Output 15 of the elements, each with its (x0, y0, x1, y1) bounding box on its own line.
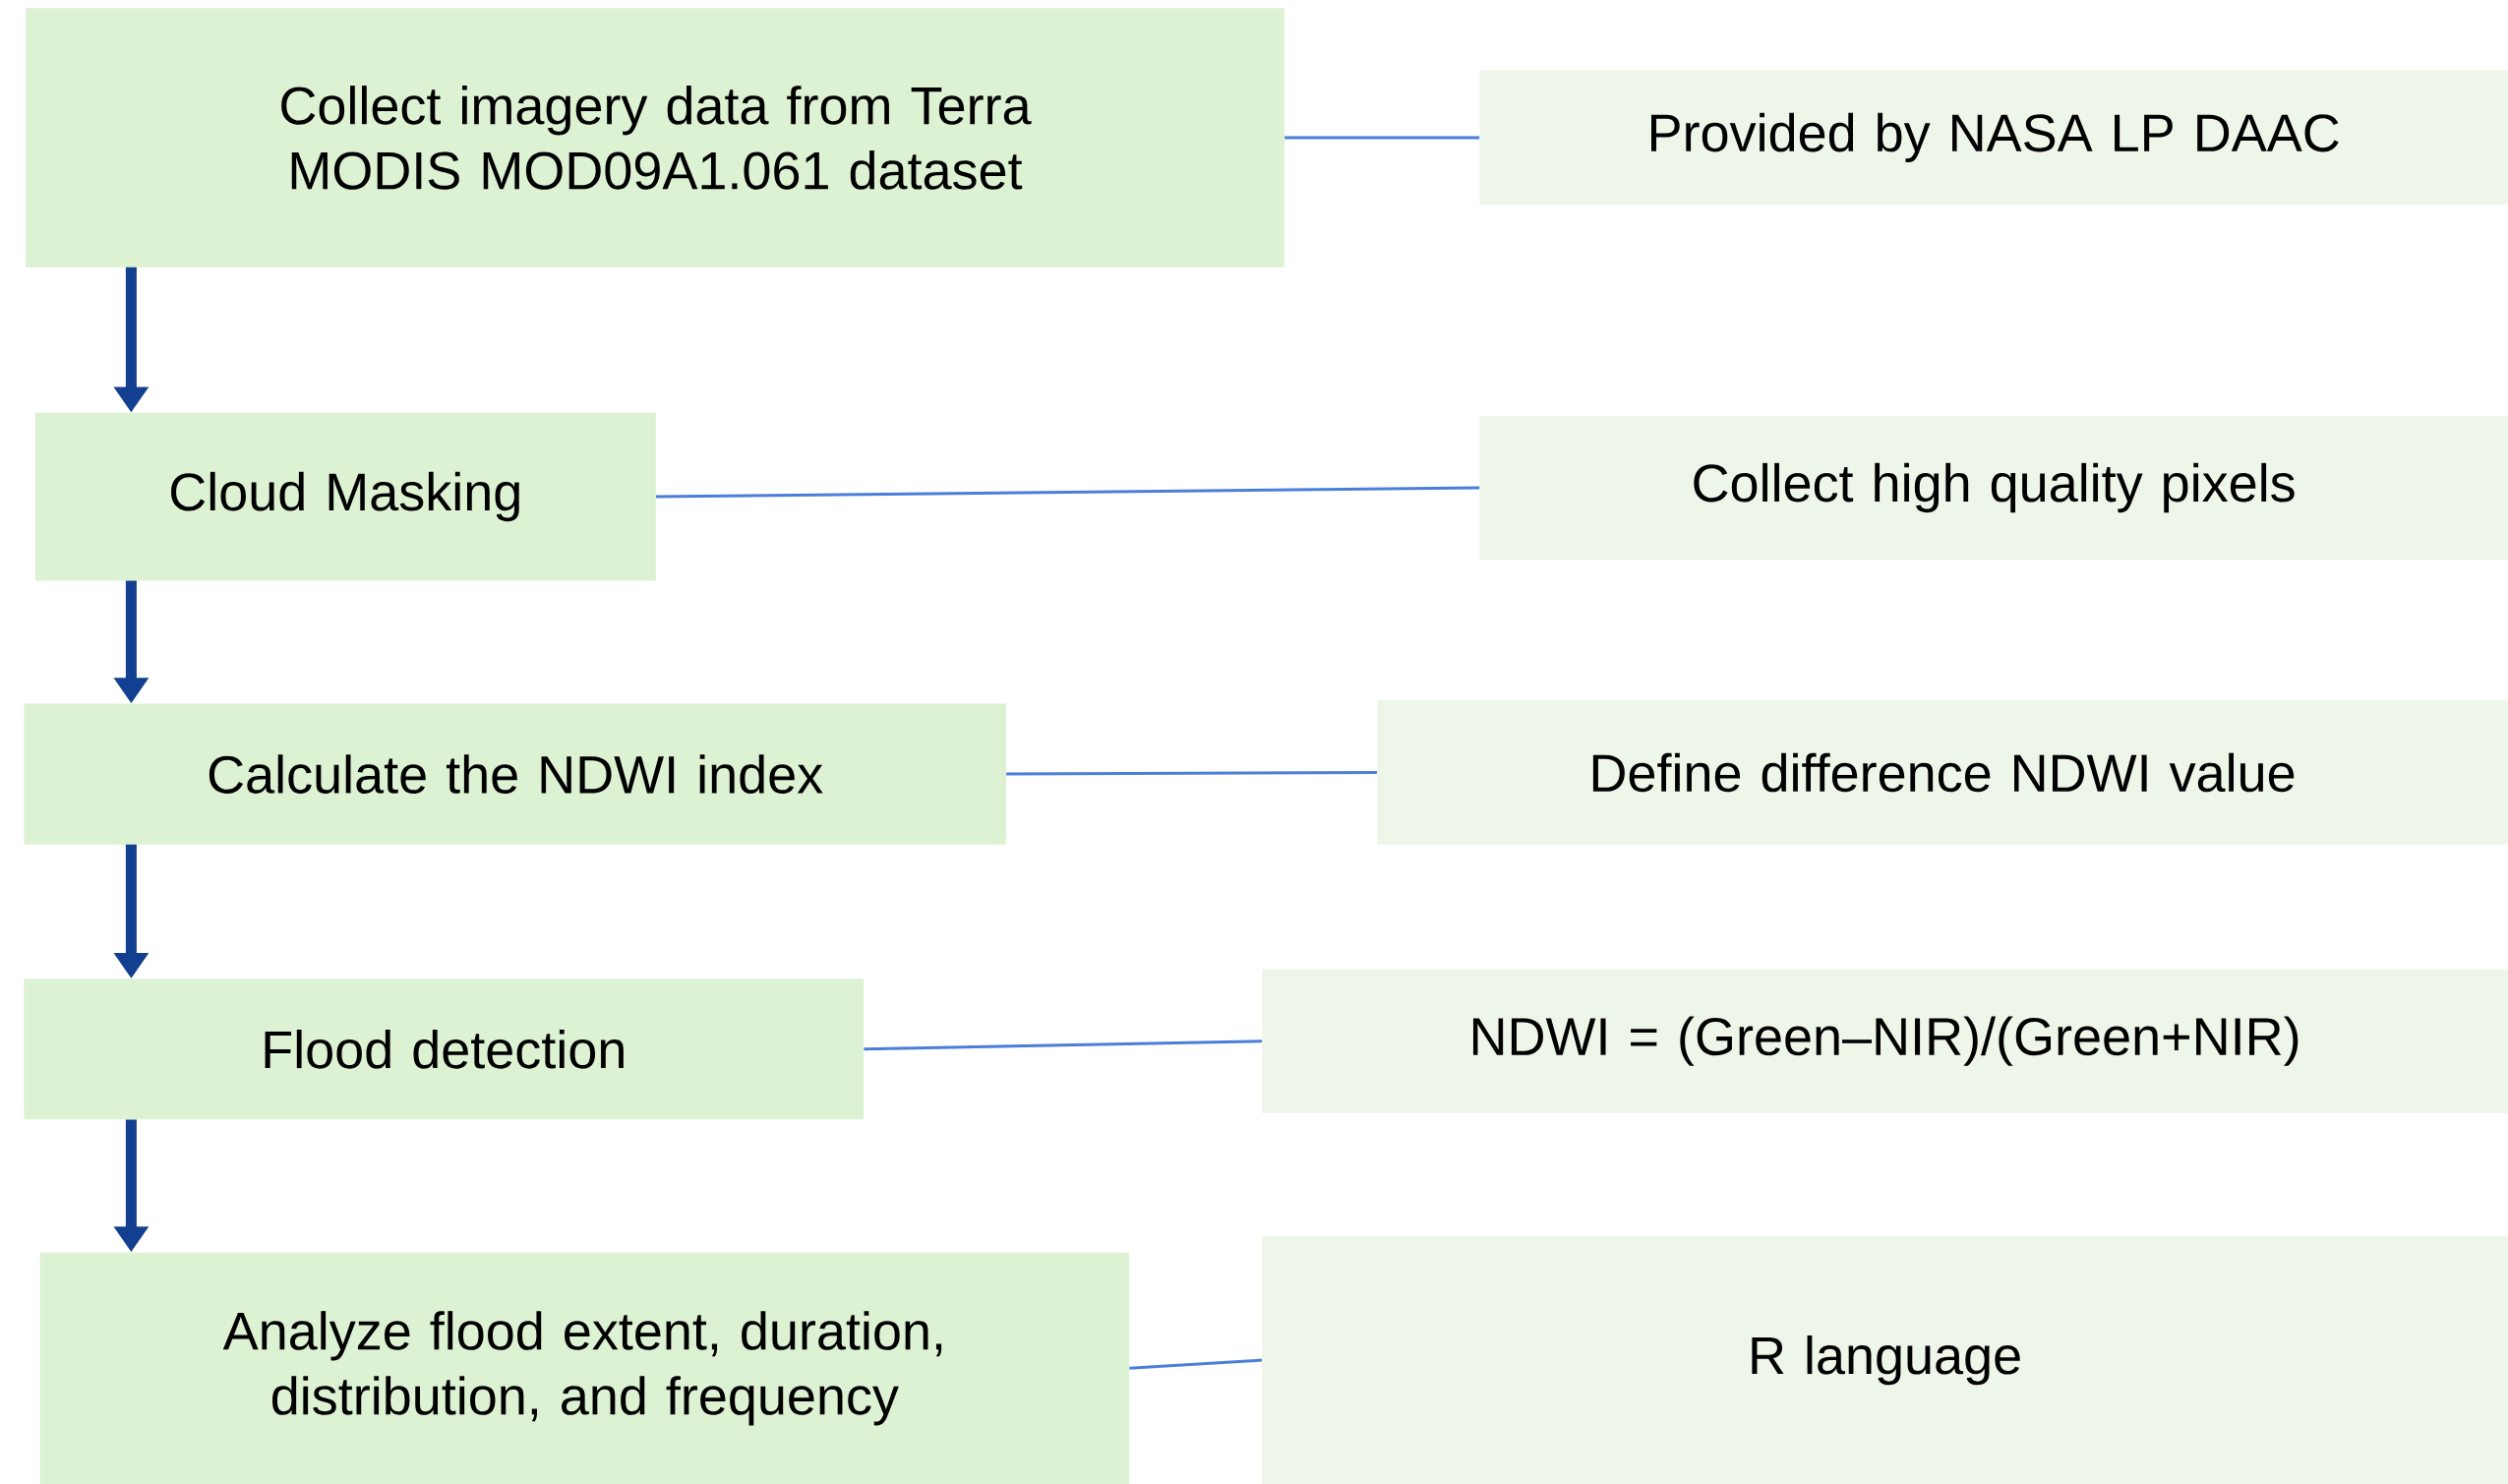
connector-line (1129, 1358, 1263, 1370)
note-box: Define difference NDWI value (1377, 700, 2508, 845)
connector-line (1284, 136, 1480, 140)
connector-line (656, 486, 1480, 499)
process-box: Flood detection (24, 979, 865, 1120)
note-box: Provided by NASA LP DAAC (1479, 70, 2508, 206)
process-box: Collect imagery data from Terra MODIS MOD09A1.061 dataset (26, 8, 1284, 267)
process-box: Cloud Masking (34, 412, 656, 581)
note-box: NDWI = (Green–NIR)/(Green+NIR) (1262, 969, 2508, 1113)
note-box: Collect high quality pixels (1479, 415, 2508, 561)
connector-line (1006, 771, 1378, 776)
process-box: Calculate the NDWI index (24, 703, 1006, 845)
process-box: Analyze flood extent, duration, distribution, and frequency (39, 1252, 1130, 1484)
connector-line (864, 1039, 1262, 1051)
note-box: R language (1262, 1236, 2508, 1484)
